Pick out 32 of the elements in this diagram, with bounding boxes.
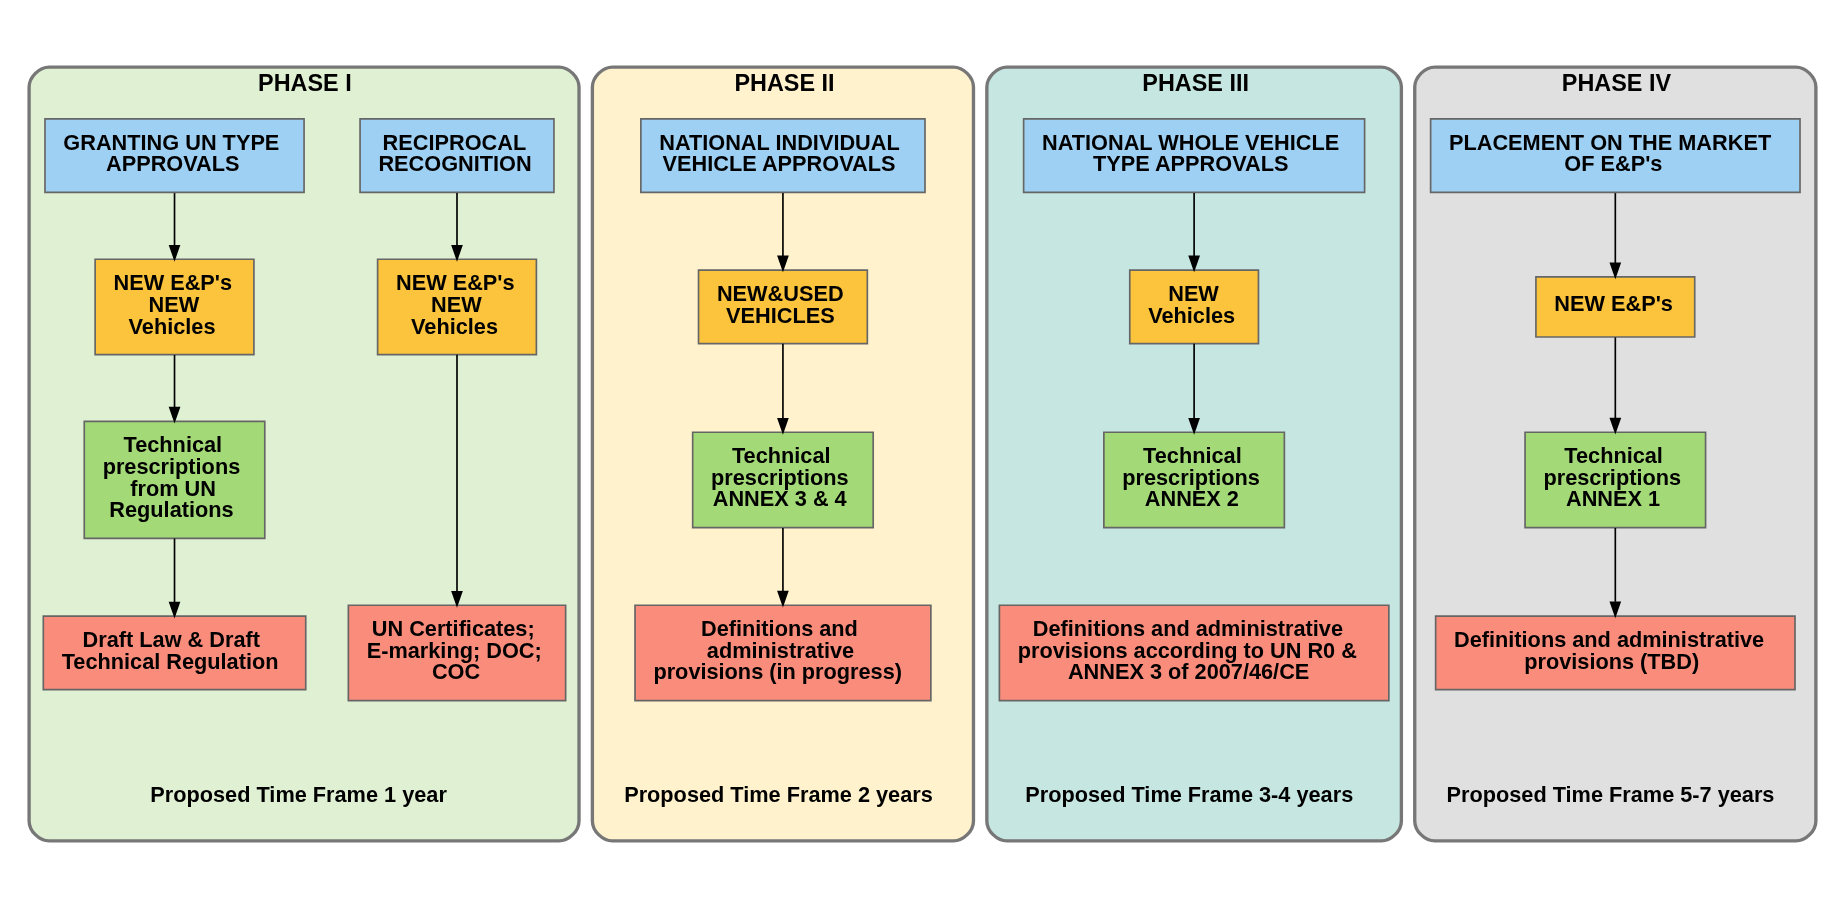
- node-box: NEW Vehicles: [1128, 269, 1260, 345]
- arrow: [1609, 336, 1622, 435]
- node-box: Technical prescriptions ANNEX 2: [1103, 431, 1286, 529]
- arrow: [777, 192, 789, 273]
- node-box: PLACEMENT ON THE MARKET OF E&P's: [1429, 118, 1801, 194]
- node-box: NATIONAL INDIVIDUAL VEHICLE APPROVALS: [640, 118, 926, 194]
- node-box: UN Certificates; E-marking; DOC; COC: [347, 604, 567, 702]
- arrow: [777, 342, 789, 435]
- arrow: [777, 527, 789, 608]
- node-box: Definitions and administrative provisions (TBD): [1434, 615, 1796, 691]
- node-box: NEW E&P's NEW Vehicles: [94, 258, 255, 356]
- arrow: [168, 354, 181, 424]
- node-box: Draft Law & Draft Technical Regulation: [42, 615, 307, 691]
- node-box: NEW&USED VEHICLES: [697, 269, 869, 345]
- node-box: NATIONAL WHOLE VEHICLE TYPE APPROVALS: [1022, 118, 1366, 194]
- arrow: [451, 192, 463, 262]
- arrow: [451, 353, 463, 608]
- node-box: NEW E&P's NEW Vehicles: [376, 258, 538, 356]
- arrow: [1188, 192, 1200, 273]
- arrow: [1609, 527, 1622, 619]
- node-box: GRANTING UN TYPE APPROVALS: [44, 118, 305, 194]
- node-box: Definitions and administrative provisions (in progress): [634, 604, 932, 702]
- arrow: [1188, 342, 1200, 435]
- node-box: Technical prescriptions from UN Regulations: [83, 420, 266, 540]
- node-box: Technical prescriptions ANNEX 1: [1524, 431, 1707, 529]
- arrow: [1609, 192, 1622, 280]
- node-box: Technical prescriptions ANNEX 3 & 4: [691, 431, 875, 529]
- node-box: RECIPROCAL RECOGNITION: [359, 118, 555, 194]
- node-box: Definitions and administrative provisions according to UN R0 & ANNEX 3 of 2007/46/CE: [998, 604, 1390, 702]
- arrow: [168, 537, 181, 619]
- node-box: NEW E&P's: [1535, 276, 1696, 338]
- arrow: [168, 192, 181, 262]
